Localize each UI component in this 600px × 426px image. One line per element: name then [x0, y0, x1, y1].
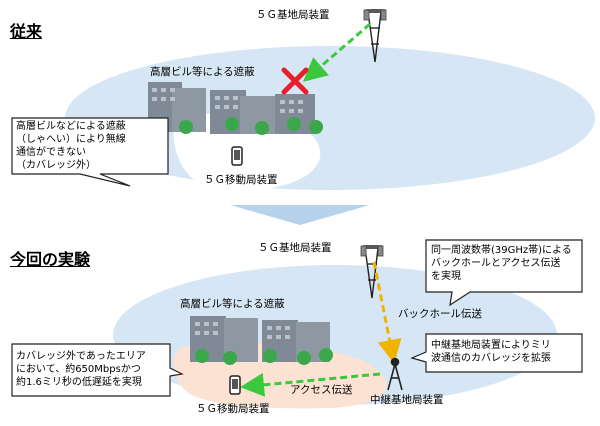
relay-label: 中継基地局装置: [370, 394, 444, 406]
callout-left-line-2: において、約650Mbpsかつ: [16, 364, 141, 375]
backhaul-label: バックホール伝送: [398, 308, 482, 320]
callout-left-text: カバレッジ外であったエリア において、約650Mbpsかつ 約1.6ミリ秒の低遅…: [16, 350, 146, 389]
heading-after: 今回の実験: [10, 250, 91, 269]
mobile-label-before: ５Ｇ移動局装置: [204, 174, 278, 186]
callout-top: [425, 239, 583, 307]
buildings-label-after: 高層ビル等による遮蔽: [180, 298, 285, 310]
link-before: [302, 22, 371, 82]
mobile-label-after: ５Ｇ移動局装置: [196, 403, 270, 415]
callout-before-line-1: 高層ビルなどによる遮蔽: [16, 121, 126, 132]
heading-before: 従来: [10, 22, 43, 41]
base-station-label-after: ５Ｇ基地局装置: [258, 242, 332, 254]
transition-arrow: [230, 205, 370, 225]
callout-before: [11, 117, 169, 187]
callout-relay-line-2: 波通信のカバレッジを拡張: [431, 353, 551, 364]
tower-after: [360, 245, 384, 299]
callout-relay-line-1: 中継基地局装置によりミリ: [431, 340, 551, 351]
callout-top-text: 同一周波数帯(39GHz帯)による バックホールとアクセス伝送 を実現: [431, 244, 572, 283]
blocked-x-icon: [281, 67, 309, 95]
callout-left: [11, 343, 184, 397]
callout-before-line-2: （しゃへい）により無線: [16, 134, 126, 145]
callout-left-line-1: カバレッジ外であったエリア: [16, 351, 146, 362]
relay-tower-icon: [387, 357, 403, 391]
backhaul-link: [372, 261, 402, 364]
callout-left-line-3: 約1.6ミリ秒の低遅延を実現: [16, 377, 142, 388]
callout-before-line-3: 通信ができない: [16, 147, 86, 158]
tower-before: [363, 9, 387, 63]
callout-top-line-3: を実現: [431, 271, 461, 282]
callout-top-line-2: バックホールとアクセス伝送: [431, 258, 561, 269]
callout-before-text: 高層ビルなどによる遮蔽 （しゃへい）により無線 通信ができない （カバレッジ外）: [16, 120, 126, 172]
callout-relay: [410, 333, 583, 373]
buildings-label-before: 高層ビル等による遮蔽: [150, 66, 255, 78]
callout-top-line-1: 同一周波数帯(39GHz帯)による: [431, 245, 572, 256]
base-station-label-before: ５Ｇ基地局装置: [256, 9, 330, 21]
callout-relay-text: 中継基地局装置によりミリ 波通信のカバレッジを拡張: [431, 339, 551, 365]
phone-icon-after: [229, 375, 241, 395]
phone-icon-before: [231, 146, 243, 166]
access-label: アクセス伝送: [290, 384, 353, 396]
callout-before-line-4: （カバレッジ外）: [16, 160, 96, 171]
buildings-after: [190, 316, 333, 365]
